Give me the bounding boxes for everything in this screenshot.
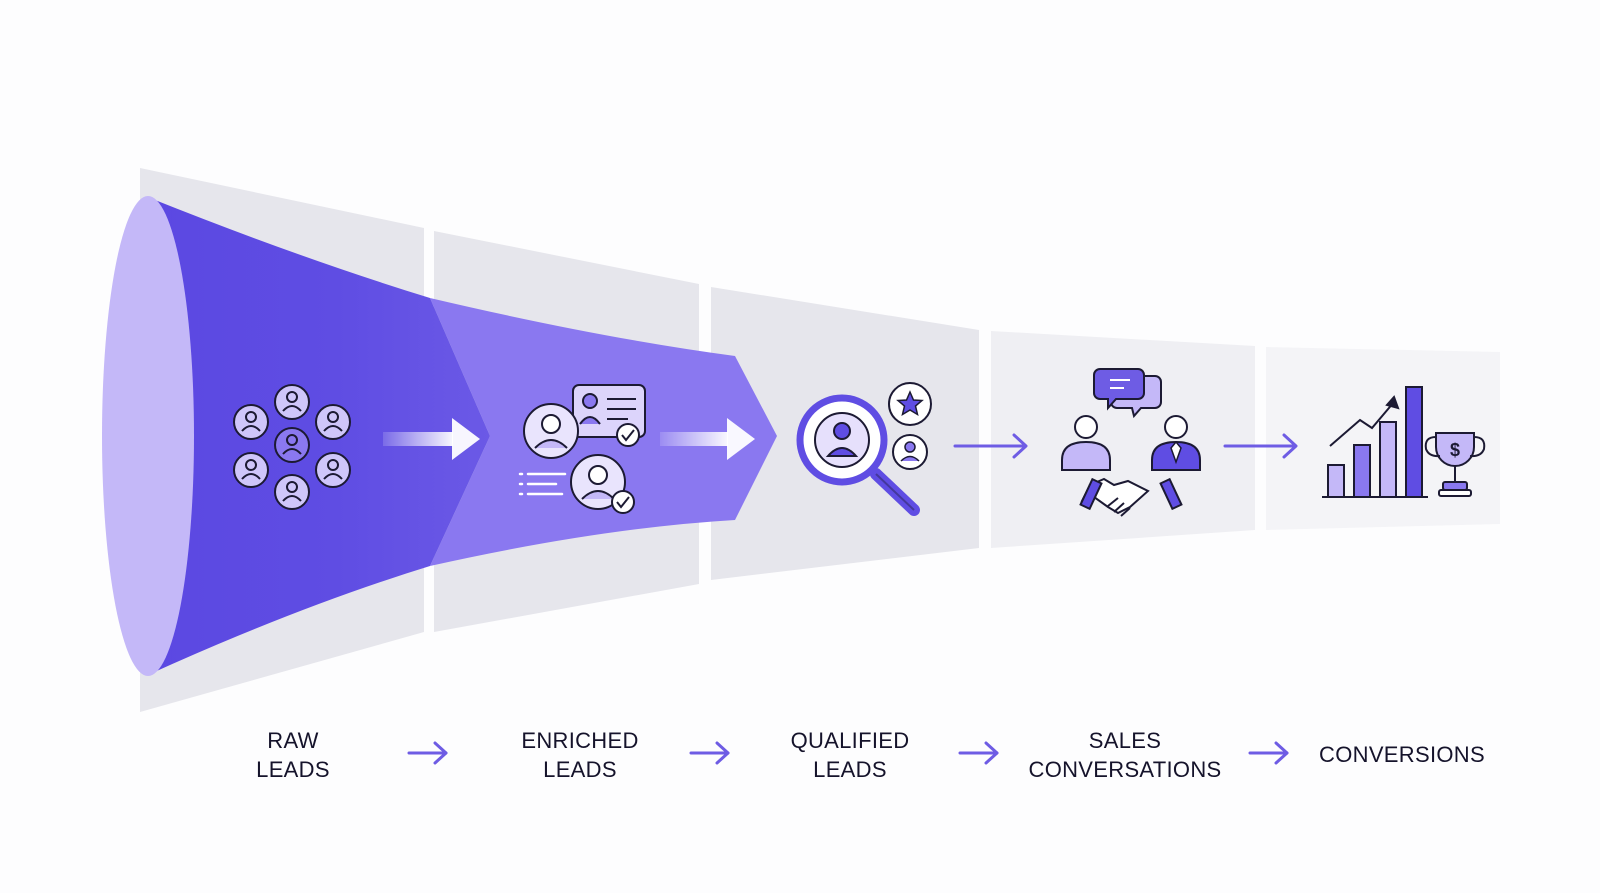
stage-label-line: LEADS bbox=[543, 757, 617, 782]
funnel-mouth bbox=[102, 196, 194, 676]
funnel-band-primary bbox=[150, 198, 490, 674]
handshake-chat-icon bbox=[1061, 368, 1201, 517]
right-arrow-icon bbox=[1248, 741, 1289, 765]
stage-label-conversions: CONVERSIONS bbox=[1305, 740, 1499, 769]
right-arrow-icon bbox=[689, 741, 730, 765]
right-arrow-icon bbox=[958, 741, 999, 765]
dollar-sign-icon: $ bbox=[1450, 440, 1460, 460]
magnifier-person-star-icon bbox=[796, 382, 932, 516]
stage-label-line: ENRICHED bbox=[521, 728, 639, 753]
right-arrow-icon bbox=[1223, 433, 1298, 459]
stage-label-line: LEADS bbox=[256, 757, 330, 782]
panel-stage-4 bbox=[991, 331, 1255, 548]
stage-label-line: CONVERSATIONS bbox=[1028, 757, 1222, 782]
stage-label-sales-conversations: SALES CONVERSATIONS bbox=[1018, 726, 1232, 784]
people-network-icon bbox=[233, 384, 351, 510]
right-arrow-icon bbox=[953, 433, 1028, 459]
profile-card-check-icon bbox=[518, 384, 646, 514]
flow-arrows-outer bbox=[953, 433, 1298, 459]
stage-label-line: LEADS bbox=[813, 757, 887, 782]
stage-label-enriched-leads: ENRICHED LEADS bbox=[500, 726, 660, 784]
stage-label-qualified-leads: QUALIFIED LEADS bbox=[770, 726, 930, 784]
right-arrow-icon bbox=[383, 418, 480, 460]
stage-label-line: RAW bbox=[267, 728, 319, 753]
stage-label-line: CONVERSIONS bbox=[1319, 742, 1485, 767]
growth-chart-trophy-icon: $ bbox=[1322, 386, 1486, 498]
right-arrow-icon bbox=[407, 741, 448, 765]
stage-label-line: SALES bbox=[1088, 728, 1162, 753]
stage-label-line: QUALIFIED bbox=[790, 728, 910, 753]
flow-arrows-inner bbox=[383, 418, 755, 460]
right-arrow-icon bbox=[660, 418, 755, 460]
stage-label-raw-leads: RAW LEADS bbox=[233, 726, 353, 784]
